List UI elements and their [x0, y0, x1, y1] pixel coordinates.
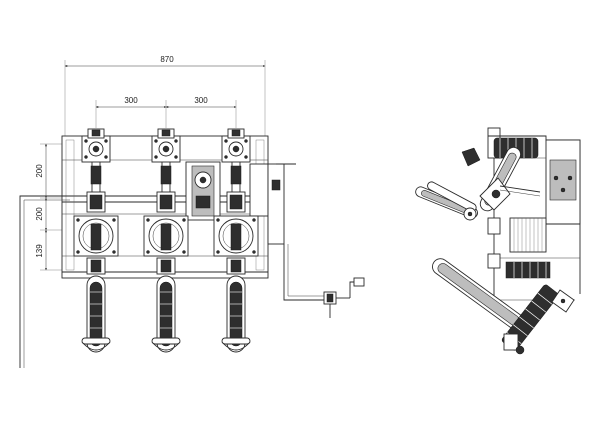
lower-fuse-arm	[432, 258, 575, 355]
operating-handle	[283, 244, 365, 318]
dimension-label-300-right: 300	[194, 96, 208, 105]
dimension-overall-width: 870	[64, 55, 266, 138]
front-view: 870 300 300 200 200 139	[19, 55, 365, 368]
dimension-label-139: 139	[35, 244, 44, 258]
dimension-label-870: 870	[160, 55, 174, 64]
side-view	[415, 127, 581, 355]
middle-insulators	[505, 217, 551, 279]
operating-mechanism	[185, 161, 296, 245]
dimension-label-300-left: 300	[124, 96, 138, 105]
dimension-label-200-upper: 200	[35, 164, 44, 178]
dimension-pole-spacing: 300 300	[95, 96, 237, 128]
dimension-label-200-middle: 200	[35, 207, 44, 221]
upper-fuse-arm	[415, 146, 541, 221]
